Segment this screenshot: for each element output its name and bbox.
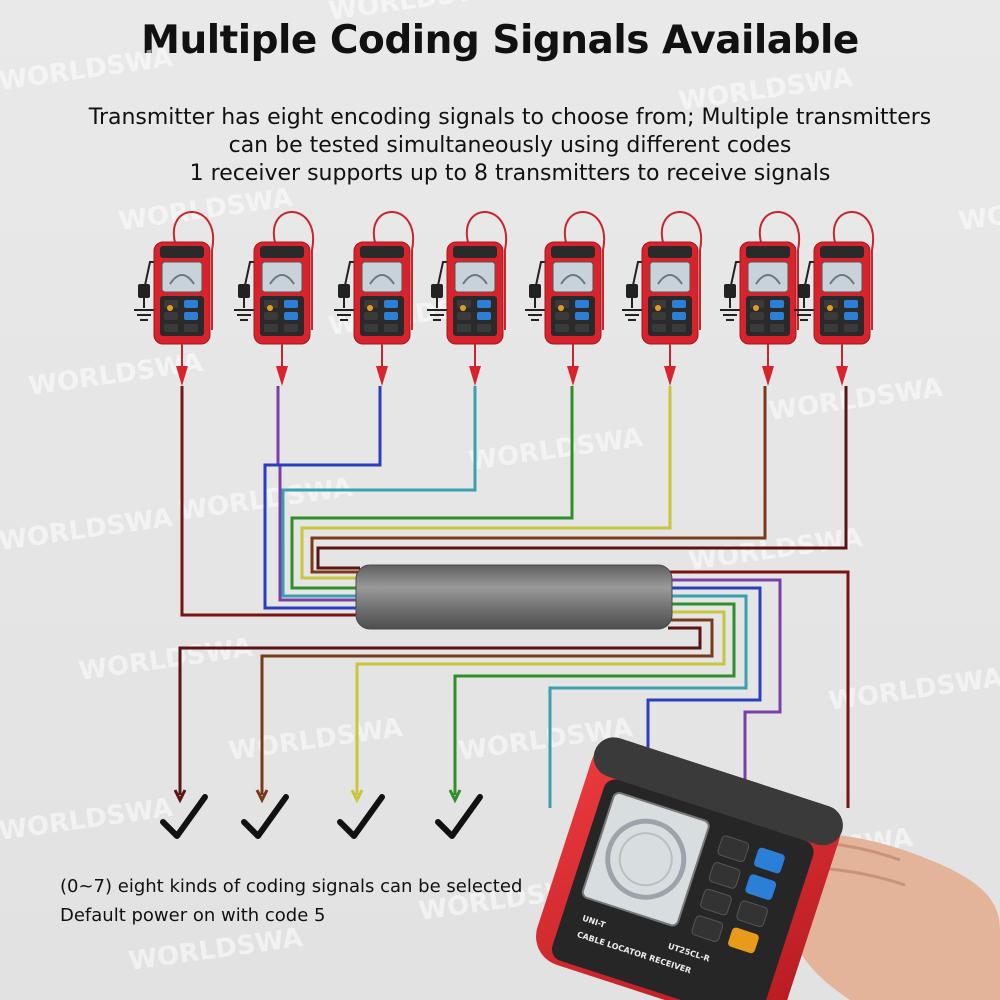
watermark-layer: WORLDSWA WORLDSWA WORLDSWA WORLDSWA WORLDSWA…	[0, 0, 1000, 977]
wire-bottom	[178, 626, 702, 795]
check-icon	[337, 794, 385, 839]
alligator-clip	[138, 284, 150, 298]
check-row	[160, 794, 483, 839]
transmitter-screen	[649, 261, 691, 293]
transmitter-screen	[361, 261, 403, 293]
transmitter-screen	[454, 261, 496, 293]
coding-note: (0~7) eight kinds of coding signals can …	[60, 872, 522, 930]
transmitter-device	[720, 211, 801, 386]
red-clip	[762, 366, 774, 386]
alligator-clip	[431, 284, 443, 298]
alligator-clip	[798, 284, 810, 298]
watermark-text: WORLDSWA	[0, 503, 175, 557]
transmitter-screen	[821, 261, 863, 293]
watermark-text: WORLDSWA	[27, 348, 205, 402]
watermark-text: WORLDSWA	[467, 423, 645, 477]
watermark-text: WORLDSWA	[767, 373, 945, 427]
alligator-clip	[238, 284, 250, 298]
watermark-text: WORLDSWA	[0, 43, 175, 97]
transmitter-device	[622, 211, 703, 386]
wire-bottom	[260, 618, 714, 795]
red-clip	[376, 366, 388, 386]
watermark-text: WORLDSWA	[117, 183, 295, 237]
watermark-text: WORLDSWA	[957, 183, 1000, 237]
note-line-1: (0~7) eight kinds of coding signals can …	[60, 876, 523, 897]
alligator-clip	[724, 284, 736, 298]
description-line-3: 1 receiver supports up to 8 transmitters…	[189, 161, 831, 186]
watermark-text: WORLDSWA	[127, 923, 305, 977]
wire-top	[263, 386, 382, 610]
red-clip	[836, 366, 848, 386]
alligator-clip	[626, 284, 638, 298]
watermark-text: WORLDSWA	[327, 0, 505, 27]
wire-bottom	[548, 594, 748, 808]
description-line-1: Transmitter has eight encoding signals t…	[88, 105, 932, 130]
wire-bottom	[668, 578, 782, 808]
red-clip	[276, 366, 288, 386]
wire-bottom	[646, 586, 762, 808]
transmitter-device	[134, 211, 215, 386]
watermark-text: WORLDSWA	[227, 713, 405, 767]
watermark-text: WORLDSWA	[827, 663, 1000, 717]
receiver-device: UNI-T UT25CL-R CABLE LOCATOR RECEIVER	[536, 737, 1000, 1000]
transmitter-row	[134, 211, 875, 386]
watermark-text: WORLDSWA	[677, 63, 855, 117]
cable-bundle	[355, 564, 673, 630]
page-title: Multiple Coding Signals Available	[141, 18, 859, 63]
wire-top	[316, 386, 848, 570]
wire-top	[281, 386, 477, 598]
transmitter-screen	[747, 261, 789, 293]
red-clip	[567, 366, 579, 386]
transmitter-device	[525, 211, 606, 386]
red-clip	[176, 366, 188, 386]
note-line-2: Default power on with code 5	[60, 905, 326, 926]
red-clip	[469, 366, 481, 386]
watermark-text: WORLDSWA	[687, 523, 865, 577]
watermark-text: WORLDSWA	[77, 633, 255, 687]
wire-top	[180, 386, 360, 617]
description-line-2: can be tested simultaneously using diffe…	[228, 133, 792, 158]
alligator-clip	[338, 284, 350, 298]
wire-bottom	[453, 602, 736, 795]
wire-bottom	[355, 610, 726, 795]
transmitter-screen	[552, 261, 594, 293]
wire-layer	[173, 386, 850, 808]
transmitter-device	[794, 211, 875, 386]
description: Transmitter has eight encoding signals t…	[40, 104, 980, 188]
wire-top	[290, 386, 574, 590]
transmitter-device	[234, 211, 315, 386]
transmitter-device	[427, 211, 508, 386]
wire-top	[310, 386, 767, 574]
transmitter-device	[334, 211, 415, 386]
alligator-clip	[529, 284, 541, 298]
wire-top	[300, 386, 672, 580]
wire-bottom	[668, 570, 850, 808]
transmitter-screen	[261, 261, 303, 293]
transmitter-screen	[161, 261, 203, 293]
watermark-text: WORLDSWA	[0, 793, 175, 847]
check-icon	[241, 794, 289, 839]
check-icon	[435, 794, 483, 839]
red-clip	[664, 366, 676, 386]
check-icon	[160, 794, 208, 839]
